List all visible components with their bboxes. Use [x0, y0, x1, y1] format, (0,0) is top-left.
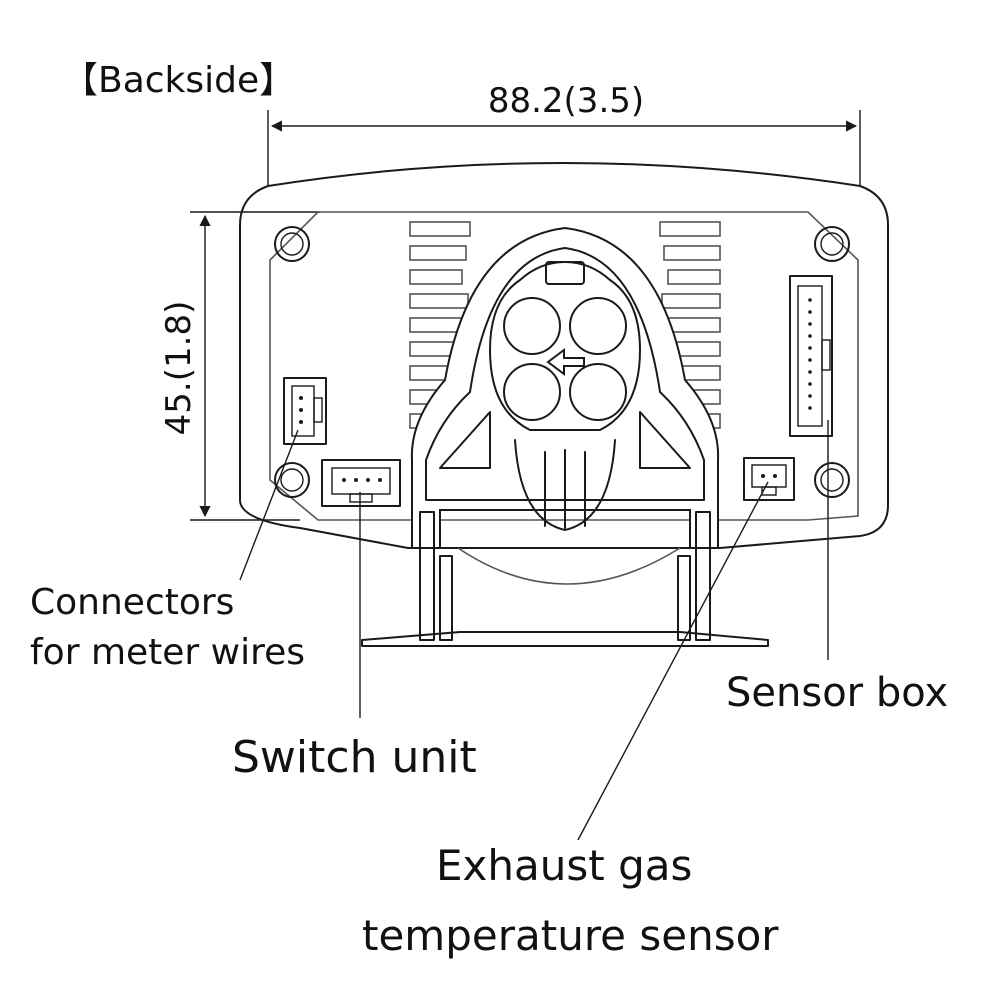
callout-connectors-line1: Connectors: [30, 582, 234, 623]
width-dimension: 88.2(3.5): [267, 81, 861, 186]
callout-switch-unit: Switch unit: [232, 732, 477, 783]
mounting-holes: [274, 226, 850, 498]
mounting-hole-bottom-left: [274, 462, 310, 498]
leader-exhaust-sensor: [577, 481, 769, 841]
central-bracket: [410, 226, 720, 549]
mounting-hole-top-left: [274, 226, 310, 262]
callout-connectors-line2: for meter wires: [30, 632, 305, 673]
callout-exhaust-line2: temperature sensor: [362, 911, 779, 960]
leader-connectors: [239, 429, 299, 581]
switch-unit-connector: [321, 459, 401, 507]
callout-sensor-box: Sensor box: [726, 670, 948, 716]
callout-exhaust-line1: Exhaust gas: [436, 841, 692, 890]
height-dimension: 45.(1.8): [159, 211, 320, 521]
width-dimension-label: 88.2(3.5): [488, 81, 644, 121]
exhaust-sensor-connector: [743, 457, 795, 501]
round-connector: [489, 261, 641, 431]
leader-lines: [239, 420, 829, 841]
view-title: 【Backside】: [62, 60, 295, 101]
meter-wire-connector: [283, 377, 327, 445]
height-dimension-label: 45.(1.8): [159, 301, 199, 436]
mounting-hole-top-right: [814, 226, 850, 262]
sensor-box-connector: [789, 275, 833, 437]
locking-arrow-icon: [546, 348, 585, 376]
mounting-hole-bottom-right: [814, 462, 850, 498]
